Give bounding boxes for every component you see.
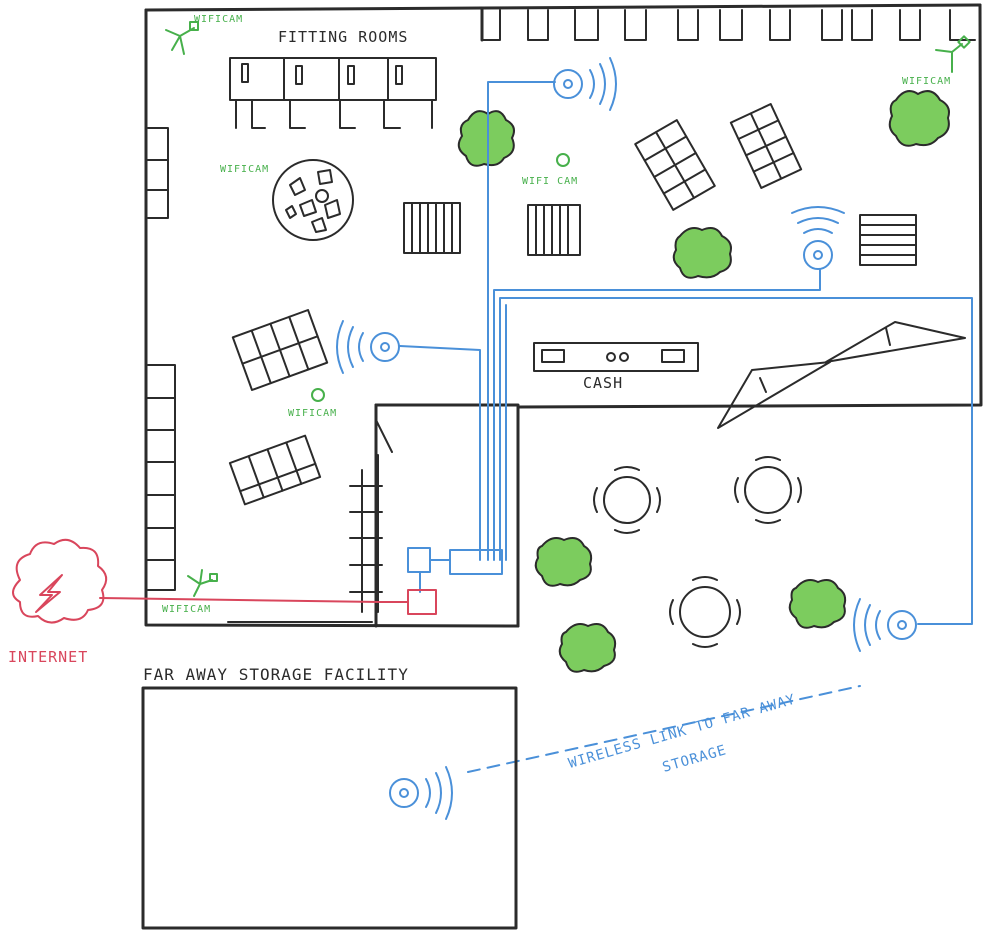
wifi-camera-icon xyxy=(165,21,199,55)
wifi-access-point-icon xyxy=(389,766,453,820)
network-equipment xyxy=(407,547,503,615)
wireless-link-label-line2: STORAGE xyxy=(661,742,729,776)
plant-icon xyxy=(457,110,515,167)
plant-icon xyxy=(888,90,950,147)
round-display-table xyxy=(272,159,354,241)
wificam-label: WIFICAM xyxy=(220,164,269,175)
plants xyxy=(457,90,950,673)
network-cabling xyxy=(399,81,973,625)
wifi-cameras xyxy=(165,21,971,597)
plant-icon xyxy=(558,623,617,673)
wifi-access-point-icon xyxy=(853,598,917,652)
wificam-label: WIFICAM xyxy=(288,408,337,419)
plant-icon xyxy=(534,537,593,587)
entrance-door xyxy=(717,321,966,429)
wifi-access-point-icon xyxy=(553,57,617,111)
clothing-racks xyxy=(403,202,917,266)
storage-facility-building xyxy=(141,686,518,930)
table-icon xyxy=(669,576,741,648)
table-icon xyxy=(734,456,802,524)
wireless-link xyxy=(467,685,861,773)
table-icon xyxy=(593,466,661,534)
storage-facility-label: FAR AWAY STORAGE FACILITY xyxy=(143,665,409,684)
internet-label: INTERNET xyxy=(8,648,88,666)
wifi-camera-icon xyxy=(311,388,325,402)
cloud-icon xyxy=(12,538,108,624)
wifi-access-points xyxy=(336,57,917,820)
wificam-label: WIFICAM xyxy=(162,604,211,615)
wificam-label: WIFICAM xyxy=(902,76,951,87)
wificam-label: WIFI CAM xyxy=(522,176,578,187)
stockroom-shelving xyxy=(227,454,383,623)
internet-modem xyxy=(407,589,437,615)
left-wall-shelves xyxy=(147,127,176,591)
cash-label: CASH xyxy=(583,374,623,392)
top-wall-shelves xyxy=(480,3,982,42)
wifi-camera-icon xyxy=(556,153,570,167)
wifi-access-point-icon xyxy=(336,320,400,374)
wificam-label: WIFICAM xyxy=(194,14,243,25)
plant-icon xyxy=(672,227,732,279)
tilted-shelves xyxy=(228,103,803,506)
lightning-icon xyxy=(35,574,63,613)
network-switch xyxy=(449,549,503,575)
fitting-rooms xyxy=(229,57,437,129)
router xyxy=(407,547,431,573)
plant-icon xyxy=(788,579,847,629)
cash-counter xyxy=(533,342,699,372)
internet-connection xyxy=(12,538,409,624)
fitting-rooms-label: FITTING ROOMS xyxy=(278,28,408,46)
store-walls xyxy=(144,3,983,628)
wifi-camera-icon xyxy=(187,569,218,597)
cafe-tables xyxy=(593,456,802,648)
wifi-camera-icon xyxy=(935,35,971,73)
wifi-access-point-icon xyxy=(791,206,845,270)
